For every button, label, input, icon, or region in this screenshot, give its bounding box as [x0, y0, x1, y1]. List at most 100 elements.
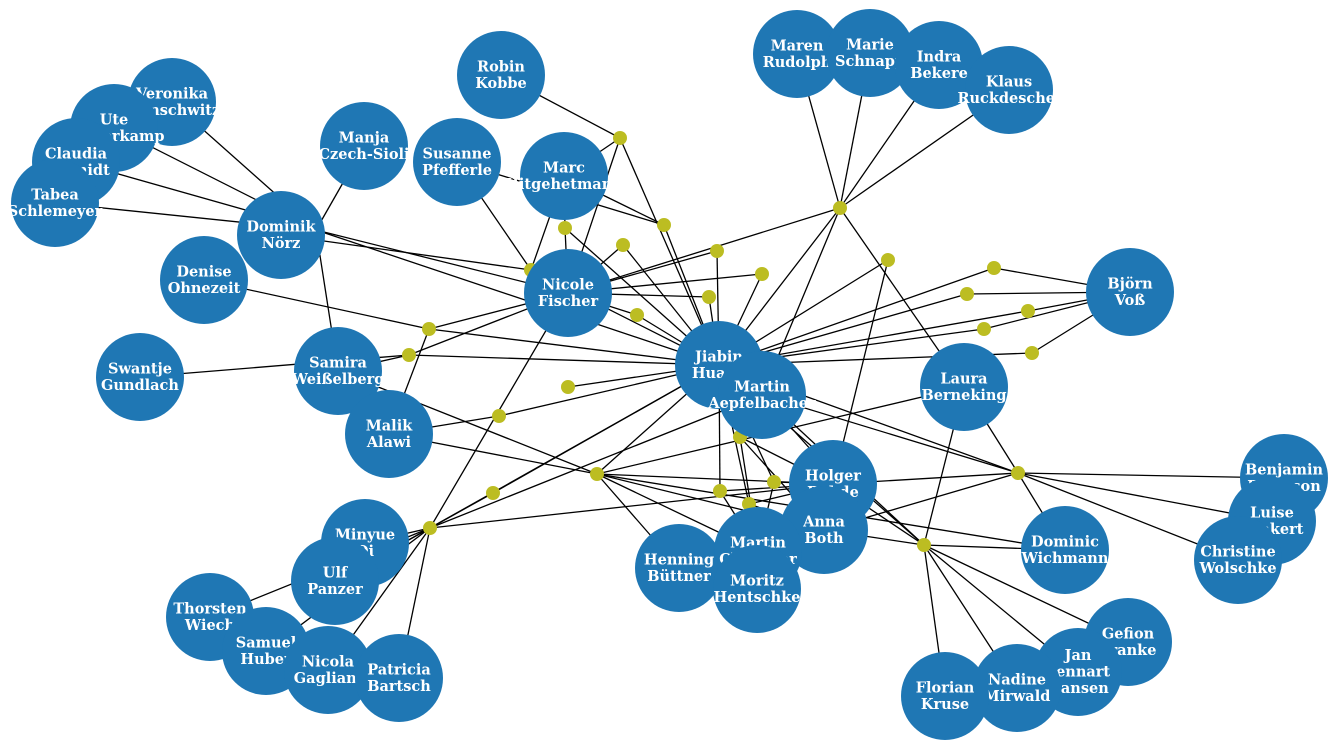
edge-h18-jiabin — [428, 328, 720, 366]
person-circle — [635, 524, 723, 612]
person-label-line: Manja — [339, 129, 390, 146]
edge-h24-holger — [429, 483, 834, 529]
person-circle — [284, 626, 372, 714]
person-label-line: Laura — [940, 370, 988, 387]
edge-h19-jiabin — [408, 354, 720, 366]
edge-h22-samira — [337, 370, 598, 475]
person-circle — [294, 327, 382, 415]
person-circle — [96, 333, 184, 421]
person-label-line: Björn — [1107, 275, 1153, 292]
person-label-line: Nicole — [542, 276, 594, 293]
person-circle — [413, 118, 501, 206]
person-circle — [1194, 516, 1282, 604]
person-label-line: Klaus — [986, 73, 1032, 90]
person-label-line: Alawi — [366, 434, 412, 451]
hub-node — [702, 290, 716, 304]
person-circle — [320, 102, 408, 190]
person-label-line: Claudia — [45, 145, 108, 162]
person-label-line: Czech-Sioli — [318, 146, 410, 163]
person-label-line: Anna — [802, 513, 845, 530]
person-label-line: Rudolph — [763, 54, 832, 71]
hub-node — [657, 218, 671, 232]
person-label-line: Ute — [100, 111, 129, 128]
person-circle — [895, 21, 983, 109]
hub-node — [590, 467, 604, 481]
person-label-line: Gagliani — [294, 670, 363, 687]
person-label-line: Marc — [543, 159, 585, 176]
hub-node — [960, 287, 974, 301]
person-circle — [965, 46, 1053, 134]
person-label-line: Henning — [644, 551, 714, 568]
person-label-line: Thorsten — [173, 600, 247, 617]
person-circle — [826, 9, 914, 97]
person-label-line: Dominic — [1031, 533, 1099, 550]
hubs-layer — [309, 131, 1039, 552]
person-label-line: Swantje — [108, 360, 172, 377]
person-label-line: Panzer — [307, 581, 363, 598]
person-circle — [355, 634, 443, 722]
person-label-line: Samira — [309, 354, 367, 371]
person-label-line: Denise — [176, 263, 231, 280]
edge-h24-jiabin — [429, 364, 720, 529]
person-label-line: Fischer — [538, 293, 599, 310]
person-label-line: Ulf — [323, 564, 349, 581]
hub-node — [713, 484, 727, 498]
hub-node — [977, 322, 991, 336]
hub-node — [917, 538, 931, 552]
person-label-line: Tabea — [31, 186, 79, 203]
person-label-line: Ohnezeit — [168, 280, 241, 297]
persons-layer: VeronikaBrinschwitzUteWesterkampClaudiaS… — [8, 9, 1328, 740]
edge-h24-martinA — [429, 394, 763, 529]
hub-node — [987, 261, 1001, 275]
edge-h30-benjamin — [1017, 472, 1285, 479]
person-label-line: Pfefferle — [422, 162, 492, 179]
person-label-line: Veronika — [135, 85, 209, 102]
person-label-line: Patricia — [367, 661, 431, 678]
person-label-line: Susanne — [423, 145, 492, 162]
person-circle — [713, 545, 801, 633]
person-label-line: Nadine — [988, 671, 1046, 688]
hub-node — [1011, 466, 1025, 480]
person-label-line: Ruckdeschel — [957, 90, 1061, 107]
hub-node — [1021, 304, 1035, 318]
person-circle — [920, 343, 1008, 431]
person-label-line: Holger — [805, 467, 861, 484]
person-label-line: Indra — [917, 48, 962, 65]
person-label-line: Minyue — [335, 526, 395, 543]
hub-node — [613, 131, 627, 145]
person-label-line: Both — [804, 530, 844, 547]
person-label-line: Florian — [916, 679, 975, 696]
person-label-line: Wiech — [184, 617, 236, 634]
person-label-line: Malik — [366, 417, 413, 434]
hub-node — [402, 348, 416, 362]
hub-node — [767, 475, 781, 489]
hub-node — [710, 244, 724, 258]
person-label-line: Kobbe — [475, 75, 526, 92]
person-label-line: Moritz — [730, 572, 784, 589]
person-label-line: Christine — [1200, 543, 1275, 560]
person-circle — [160, 236, 248, 324]
person-label-line: Samuel — [236, 634, 297, 651]
person-label-line: Jiabin — [693, 348, 743, 365]
person-circle — [973, 644, 1061, 732]
person-circle — [457, 31, 545, 119]
person-circle — [753, 10, 841, 98]
person-label-line: Nicola — [302, 653, 355, 670]
person-label-line: Mirwald — [984, 688, 1051, 705]
